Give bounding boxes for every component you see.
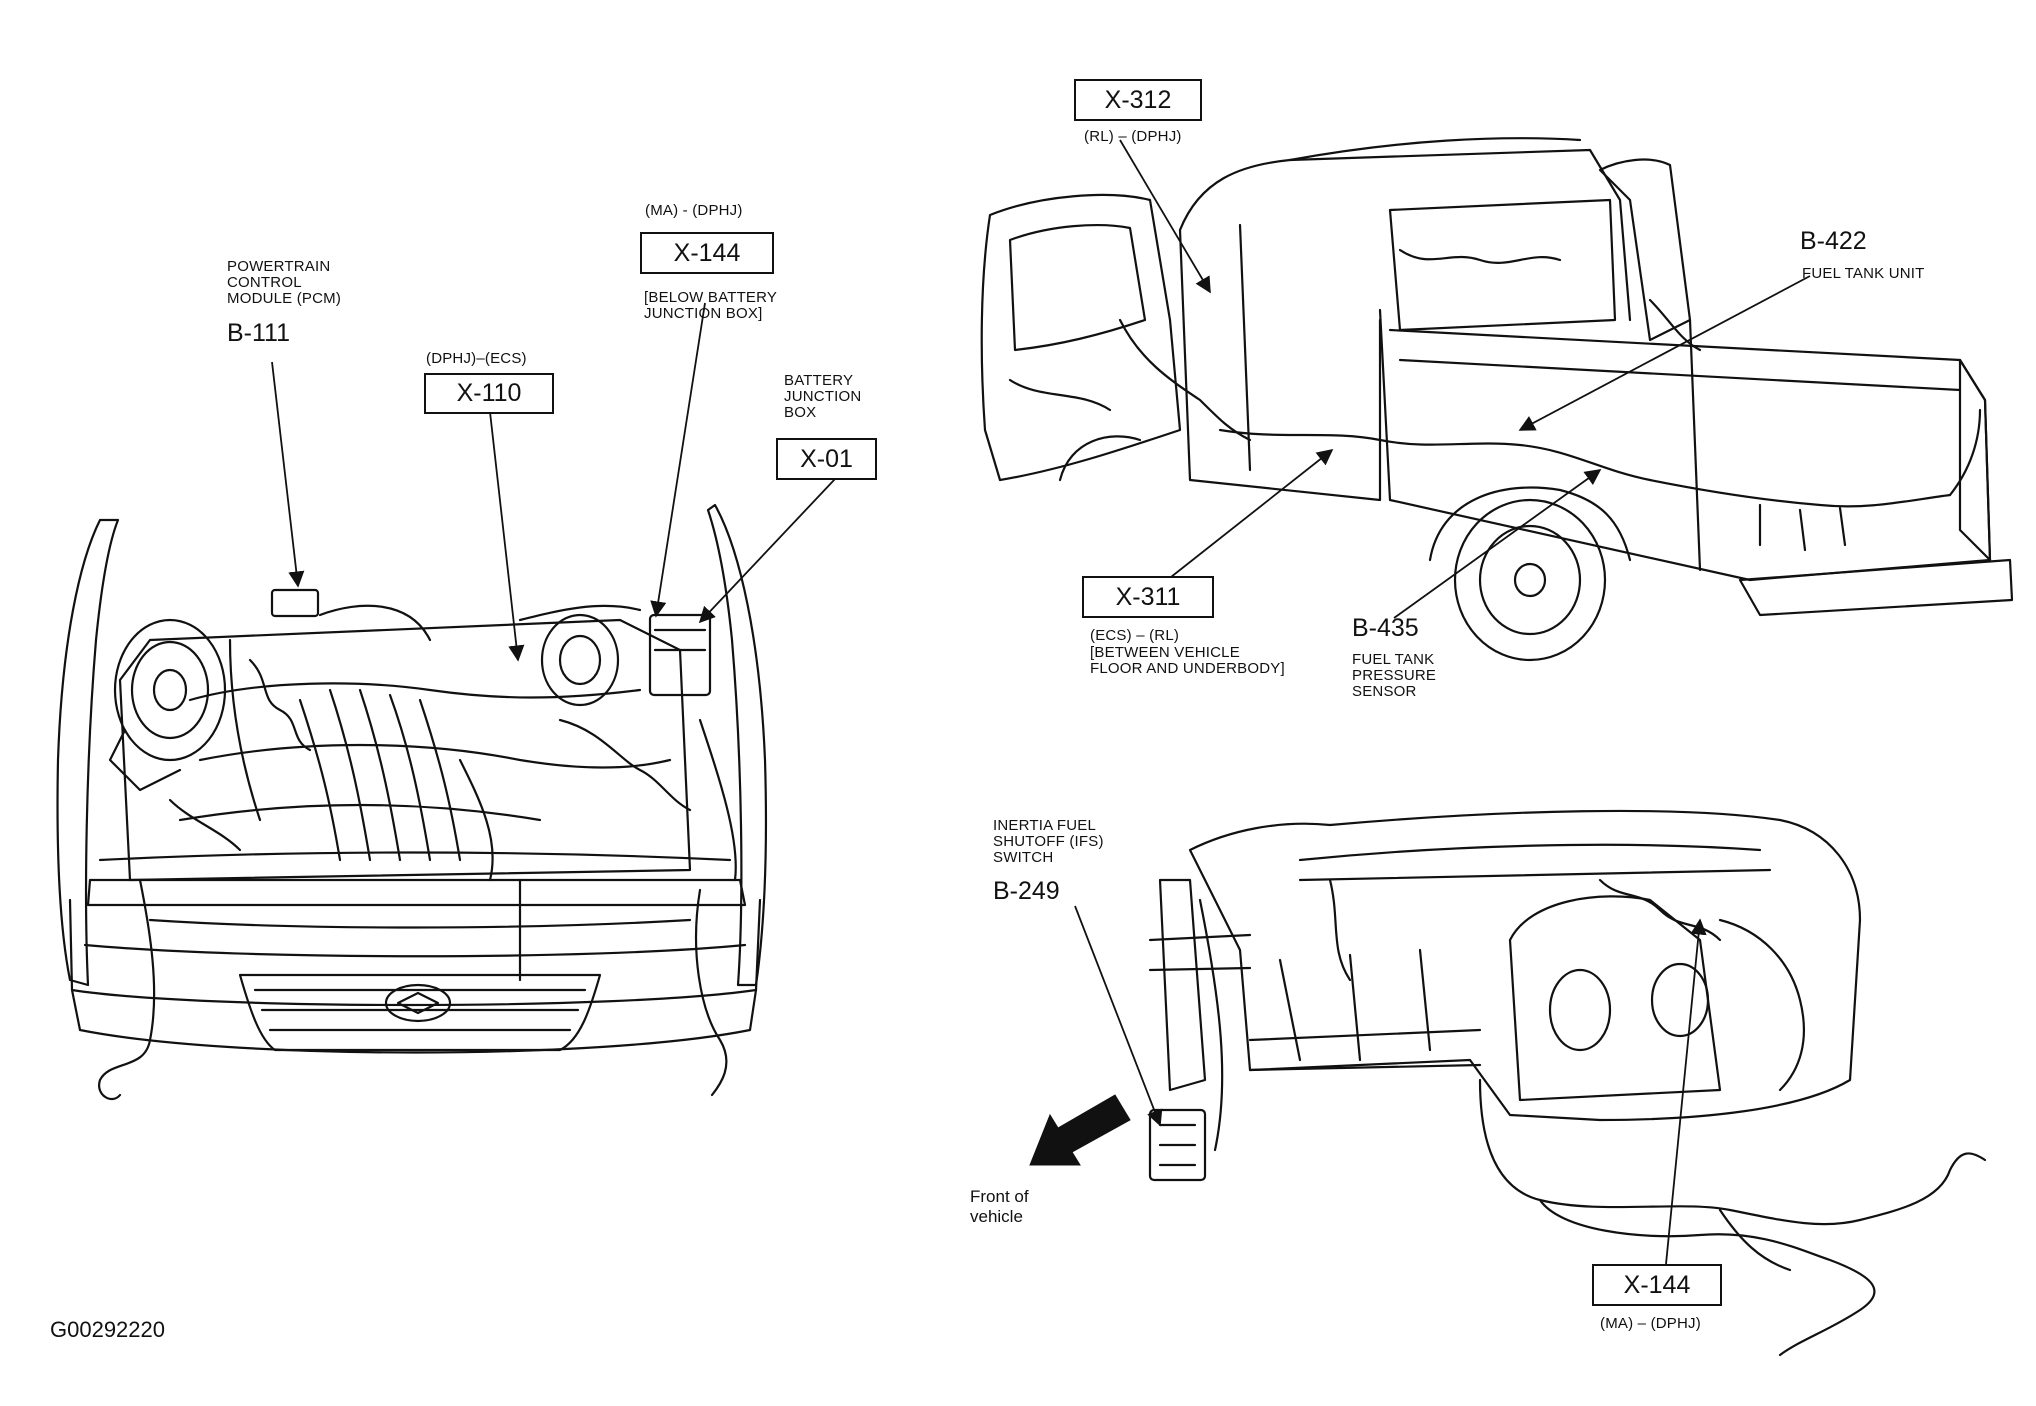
x312-connector-box: X-312 — [1074, 79, 1202, 121]
x311-note: (ECS) – (RL) — [1090, 627, 1180, 644]
instrument-panel-illustration — [1148, 809, 1987, 1357]
leader-x144-engine — [650, 302, 706, 618]
b249-connector-code: B-249 — [993, 877, 1060, 905]
x01-connector-box: X-01 — [776, 438, 877, 480]
b249-description: INERTIA FUEL SHUTOFF (IFS) SWITCH — [993, 817, 1104, 866]
x311-connector-box: X-311 — [1082, 576, 1214, 618]
x110-connector-box: X-110 — [424, 373, 554, 414]
leader-x110 — [489, 411, 525, 662]
leader-b422 — [1518, 275, 1811, 431]
engine-bay-illustration — [56, 503, 768, 1101]
leader-x312 — [1119, 139, 1211, 294]
front-arrow-icon — [1029, 1094, 1131, 1166]
x144-dash-note: (MA) – (DPHJ) — [1600, 1315, 1701, 1332]
leader-lines — [271, 139, 1811, 1265]
leader-x144-dash — [1665, 918, 1707, 1265]
b435-connector-code: B-435 — [1352, 614, 1419, 642]
front-of-vehicle-label: Front of vehicle — [970, 1187, 1029, 1226]
leader-b249 — [1074, 905, 1163, 1127]
figure-id: G00292220 — [50, 1317, 165, 1342]
pickup-truck-illustration — [980, 137, 2014, 662]
b422-connector-code: B-422 — [1800, 227, 1867, 255]
x312-note: (RL) – (DPHJ) — [1084, 128, 1182, 145]
b435-description: FUEL TANK PRESSURE SENSOR — [1352, 651, 1437, 700]
x311-description: [BETWEEN VEHICLE FLOOR AND UNDERBODY] — [1090, 644, 1285, 677]
leader-b111 — [271, 361, 305, 588]
leader-x01 — [698, 478, 836, 624]
b422-description: FUEL TANK UNIT — [1802, 265, 1925, 282]
x144-engine-connector-box: X-144 — [640, 232, 774, 274]
pcm-description: POWERTRAIN CONTROL MODULE (PCM) — [227, 258, 342, 307]
x144-engine-note: (MA) - (DPHJ) — [645, 202, 743, 219]
x110-note: (DPHJ)–(ECS) — [426, 350, 527, 367]
x144-dash-connector-box: X-144 — [1592, 1264, 1722, 1306]
x01-description: BATTERY JUNCTION BOX — [784, 372, 862, 421]
pcm-connector-code: B-111 — [227, 319, 291, 347]
x144-engine-description: [BELOW BATTERY JUNCTION BOX] — [644, 289, 778, 322]
leader-x311 — [1151, 448, 1334, 593]
leader-b435 — [1393, 469, 1602, 619]
